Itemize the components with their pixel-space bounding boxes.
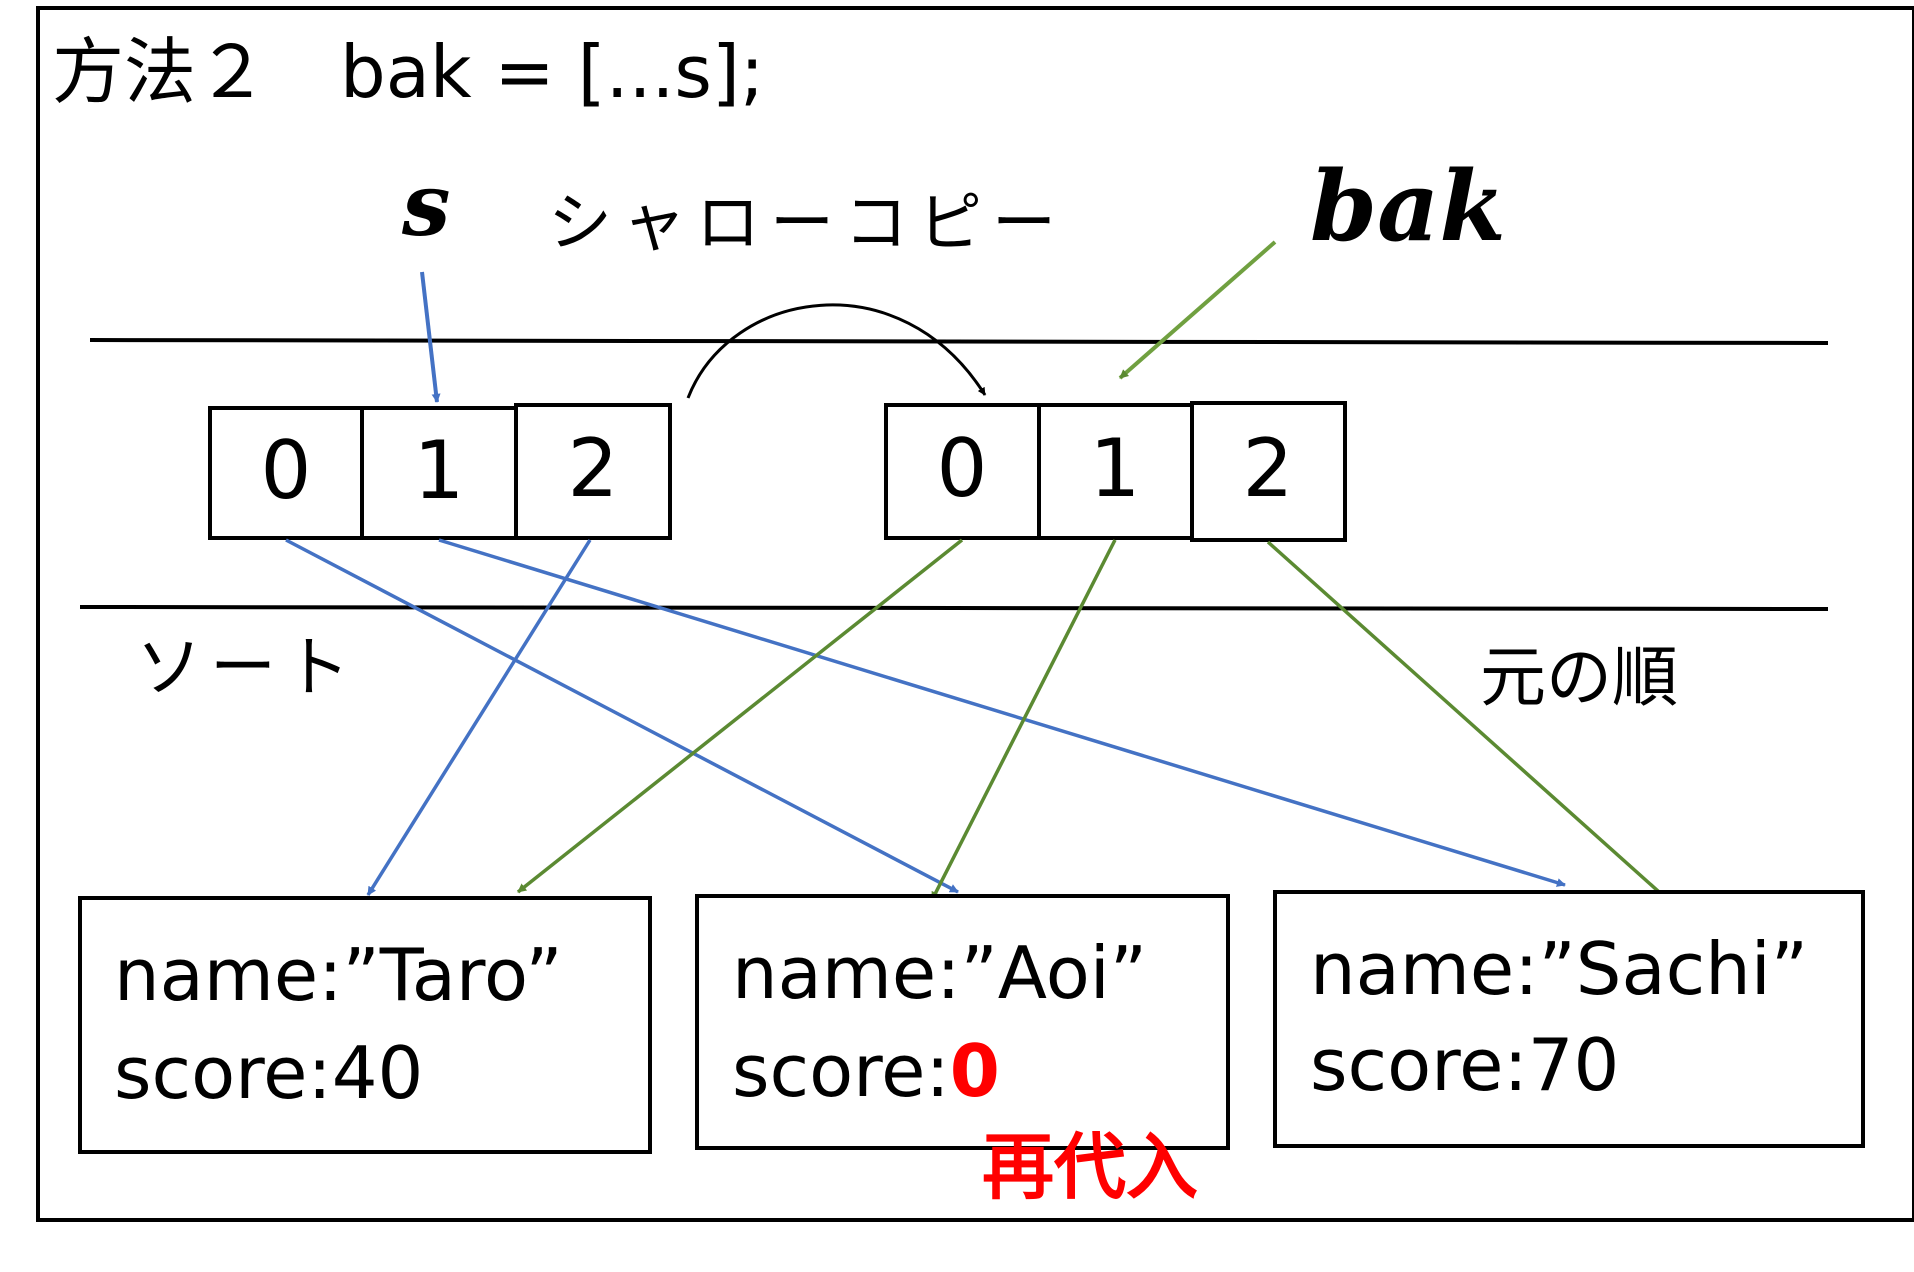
title-text: 方法２ bak = [...s];	[52, 30, 764, 114]
array-s-cell-1	[360, 406, 518, 540]
variable-s-label: s	[401, 155, 450, 256]
bak-ref-arrow-1	[930, 539, 1117, 901]
shallow-copy-label: シャローコピー	[548, 187, 1066, 261]
object-score-prefix: score:	[732, 1029, 950, 1113]
bak-ref-arrow-2	[1266, 540, 1670, 902]
bak-ref-arrow-0	[516, 538, 964, 894]
object-name-line: name:”Taro”	[114, 933, 563, 1017]
array-bak-index-2: 2	[1243, 422, 1294, 515]
object-name-line: name:”Aoi”	[732, 931, 1147, 1015]
object-box	[1273, 890, 1865, 1148]
s-pointer-arrow	[420, 271, 441, 403]
object-aoi: name:”Aoi” score:0	[695, 894, 1230, 1150]
array-s-index-2: 2	[568, 422, 619, 515]
object-score-prefix: score:	[1310, 1023, 1528, 1107]
object-score-line: score:70	[1310, 1023, 1619, 1107]
object-name-line: name:”Sachi”	[1310, 927, 1808, 1011]
bottom-divider-line	[79, 605, 1829, 611]
object-taro: name:”Taro” score:40	[78, 896, 652, 1154]
object-score-value: 40	[332, 1031, 424, 1115]
original-order-label: 元の順	[1480, 639, 1678, 716]
array-bak-index-0: 0	[937, 422, 988, 515]
array-s-index-1: 1	[414, 424, 465, 517]
array-bak: 0 1 2	[884, 401, 1347, 542]
s-ref-arrow-1	[438, 538, 1566, 887]
array-s-cell-2	[514, 403, 672, 540]
object-score-value-highlighted: 0	[950, 1029, 1000, 1113]
sorted-label: ソート	[136, 629, 358, 706]
variable-bak-label: bak	[1310, 150, 1506, 263]
object-score-value: 70	[1528, 1023, 1620, 1107]
s-ref-arrow-2	[366, 539, 592, 896]
object-sachi: name:”Sachi” score:70	[1273, 890, 1865, 1148]
bak-pointer-arrow	[1118, 240, 1277, 380]
object-score-line: score:0	[732, 1029, 1000, 1113]
s-ref-arrow-0	[285, 538, 959, 894]
array-bak-index-1: 1	[1090, 422, 1141, 515]
object-score-line: score:40	[114, 1031, 423, 1115]
array-bak-cell-2	[1190, 401, 1347, 542]
outer-frame	[36, 6, 1914, 1222]
object-box	[695, 894, 1230, 1150]
reassigned-annotation: 再代入	[982, 1125, 1198, 1209]
array-s: 0 1 2	[208, 403, 672, 540]
top-divider-line	[89, 338, 1829, 345]
copy-arc-arrow	[686, 303, 987, 399]
object-box	[78, 896, 652, 1154]
array-s-index-0: 0	[261, 424, 312, 517]
object-score-prefix: score:	[114, 1031, 332, 1115]
